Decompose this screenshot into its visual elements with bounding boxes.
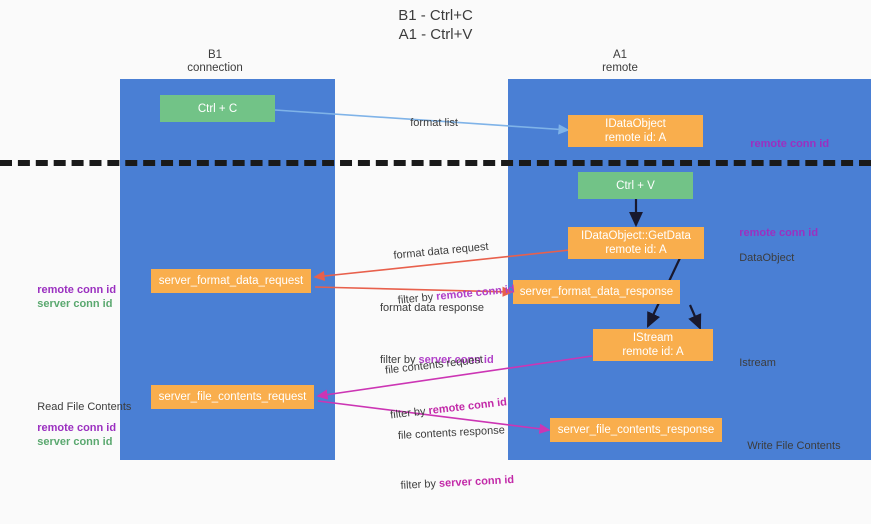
title-line-2: A1 - Ctrl+V bbox=[398, 26, 473, 43]
side-label-dataobject: DataObject bbox=[739, 252, 795, 264]
edge-label-file-contents-response: file contents response filter by server … bbox=[396, 393, 516, 524]
edge-label-file-contents-request-text: file contents request bbox=[384, 353, 484, 377]
edge-label-file-contents-response-text: file contents response bbox=[397, 424, 506, 442]
edge-label-format-data-response: format data response filter by server co… bbox=[380, 271, 494, 398]
edge-label-file-contents-response-filter: filter by server conn id bbox=[400, 473, 515, 492]
column-header-a1-name: A1 bbox=[612, 49, 628, 61]
side-label-read-file-contents: Read File Contents bbox=[37, 401, 132, 413]
edge-label-file-contents-response-filter-key: server conn id bbox=[438, 473, 515, 490]
column-header-a1-sub: remote bbox=[602, 62, 638, 74]
section-divider bbox=[0, 160, 871, 166]
side-label-left-remote-conn-id-mid: remote conn id bbox=[37, 284, 117, 296]
column-header-b1-name: B1 bbox=[207, 49, 223, 61]
page-title: B1 - Ctrl+C A1 - Ctrl+V bbox=[0, 6, 871, 44]
diagram-canvas: B1 - Ctrl+C A1 - Ctrl+V B1 connection A1… bbox=[0, 6, 871, 492]
side-label-left-server-conn-id-bottom: server conn id bbox=[37, 436, 113, 448]
node-istream[interactable]: IStream remote id: A bbox=[593, 329, 713, 361]
node-server-file-contents-request[interactable]: server_file_contents_request bbox=[151, 385, 314, 409]
edge-label-format-data-request-text: format data request bbox=[392, 240, 490, 262]
node-server-format-data-request-label: server_format_data_request bbox=[158, 275, 304, 287]
node-ctrl-v[interactable]: Ctrl + V bbox=[578, 172, 693, 199]
node-getdata[interactable]: IDataObject::GetData remote id: A bbox=[568, 227, 704, 259]
node-idataobject[interactable]: IDataObject remote id: A bbox=[568, 115, 703, 147]
node-server-format-data-request[interactable]: server_format_data_request bbox=[151, 269, 311, 293]
side-label-left-remote-conn-id-bottom: remote conn id bbox=[37, 422, 117, 434]
edge-label-format-data-response-filter-key: server conn id bbox=[418, 354, 494, 366]
side-label-remote-conn-id-mid: remote conn id bbox=[739, 227, 819, 239]
node-ctrl-c-label: Ctrl + C bbox=[197, 102, 238, 115]
side-label-left-server-conn-id-mid: server conn id bbox=[37, 298, 113, 310]
node-istream-label: IStream bbox=[632, 332, 674, 344]
node-server-format-data-response-label: server_format_data_response bbox=[519, 286, 674, 298]
side-label-remote-conn-id-top: remote conn id bbox=[750, 138, 830, 150]
node-ctrl-v-label: Ctrl + V bbox=[616, 179, 655, 192]
side-label-istream: Istream bbox=[739, 357, 776, 369]
column-header-b1-sub: connection bbox=[187, 62, 243, 74]
edge-label-format-data-response-filter: filter by server conn id bbox=[380, 354, 494, 366]
node-idataobject-label: IDataObject bbox=[605, 118, 666, 130]
node-idataobject-remote-id: remote id: A bbox=[604, 132, 667, 144]
side-label-write-file-contents: Write File Contents bbox=[747, 440, 841, 452]
node-server-file-contents-response[interactable]: server_file_contents_response bbox=[550, 418, 722, 442]
node-ctrl-c[interactable]: Ctrl + C bbox=[160, 95, 275, 122]
node-istream-remote-id: remote id: A bbox=[622, 346, 684, 358]
column-header-a1: A1 remote bbox=[560, 49, 680, 75]
title-line-1: B1 - Ctrl+C bbox=[398, 7, 473, 24]
edge-label-format-list-text: format list bbox=[410, 117, 458, 129]
node-server-format-data-response[interactable]: server_format_data_response bbox=[513, 280, 680, 304]
node-getdata-remote-id: remote id: A bbox=[605, 244, 667, 256]
node-getdata-label: IDataObject::GetData bbox=[581, 230, 691, 242]
node-server-file-contents-request-label: server_file_contents_request bbox=[158, 391, 307, 403]
edge-label-format-list: format list bbox=[398, 101, 458, 146]
node-server-file-contents-response-label: server_file_contents_response bbox=[557, 424, 715, 436]
column-header-b1: B1 connection bbox=[155, 49, 275, 75]
edge-label-format-data-response-text: format data response bbox=[380, 302, 484, 314]
